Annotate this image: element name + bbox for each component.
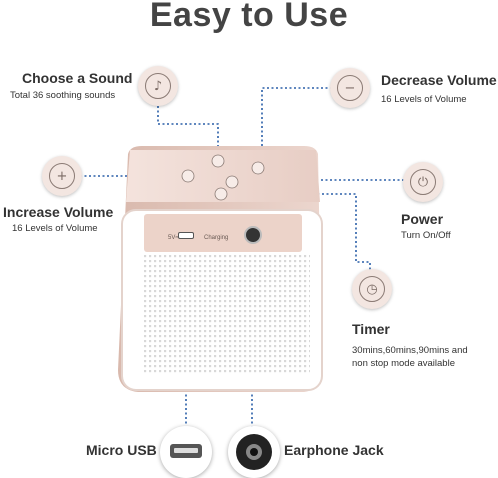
power-icon: ⏻ — [403, 162, 443, 202]
plus-icon: + — [42, 156, 82, 196]
minus-icon: − — [330, 68, 370, 108]
page-title: Easy to Use — [149, 0, 349, 34]
white-noise-device — [118, 146, 323, 392]
music-note-icon: ♪ — [138, 66, 178, 106]
micro-usb-icon — [160, 426, 212, 478]
timer-title: Timer — [352, 321, 390, 337]
decrease-volume-title: Decrease Volume — [381, 72, 497, 88]
micro-usb-port — [178, 232, 194, 239]
increase-volume-desc: 16 Levels of Volume — [12, 223, 98, 234]
earphone-jack-title: Earphone Jack — [284, 442, 384, 458]
power-desc: Turn On/Off — [401, 230, 451, 241]
timer-desc-line2: non stop mode available — [352, 358, 455, 369]
micro-usb-title: Micro USB — [86, 442, 157, 458]
earphone-port — [244, 226, 262, 244]
earphone-jack-icon — [228, 426, 280, 478]
decrease-volume-desc: 16 Levels of Volume — [381, 94, 467, 105]
charging-label: Charging — [204, 235, 229, 241]
increase-volume-title: Increase Volume — [3, 204, 114, 220]
clock-icon: ◷ — [352, 269, 392, 309]
choose-sound-title: Choose a Sound — [22, 70, 133, 86]
port-label: 5V⎓1A — [168, 235, 187, 242]
timer-desc-line1: 30mins,60mins,90mins and — [352, 345, 468, 356]
choose-sound-desc: Total 36 soothing sounds — [10, 90, 116, 101]
power-title: Power — [401, 211, 444, 227]
